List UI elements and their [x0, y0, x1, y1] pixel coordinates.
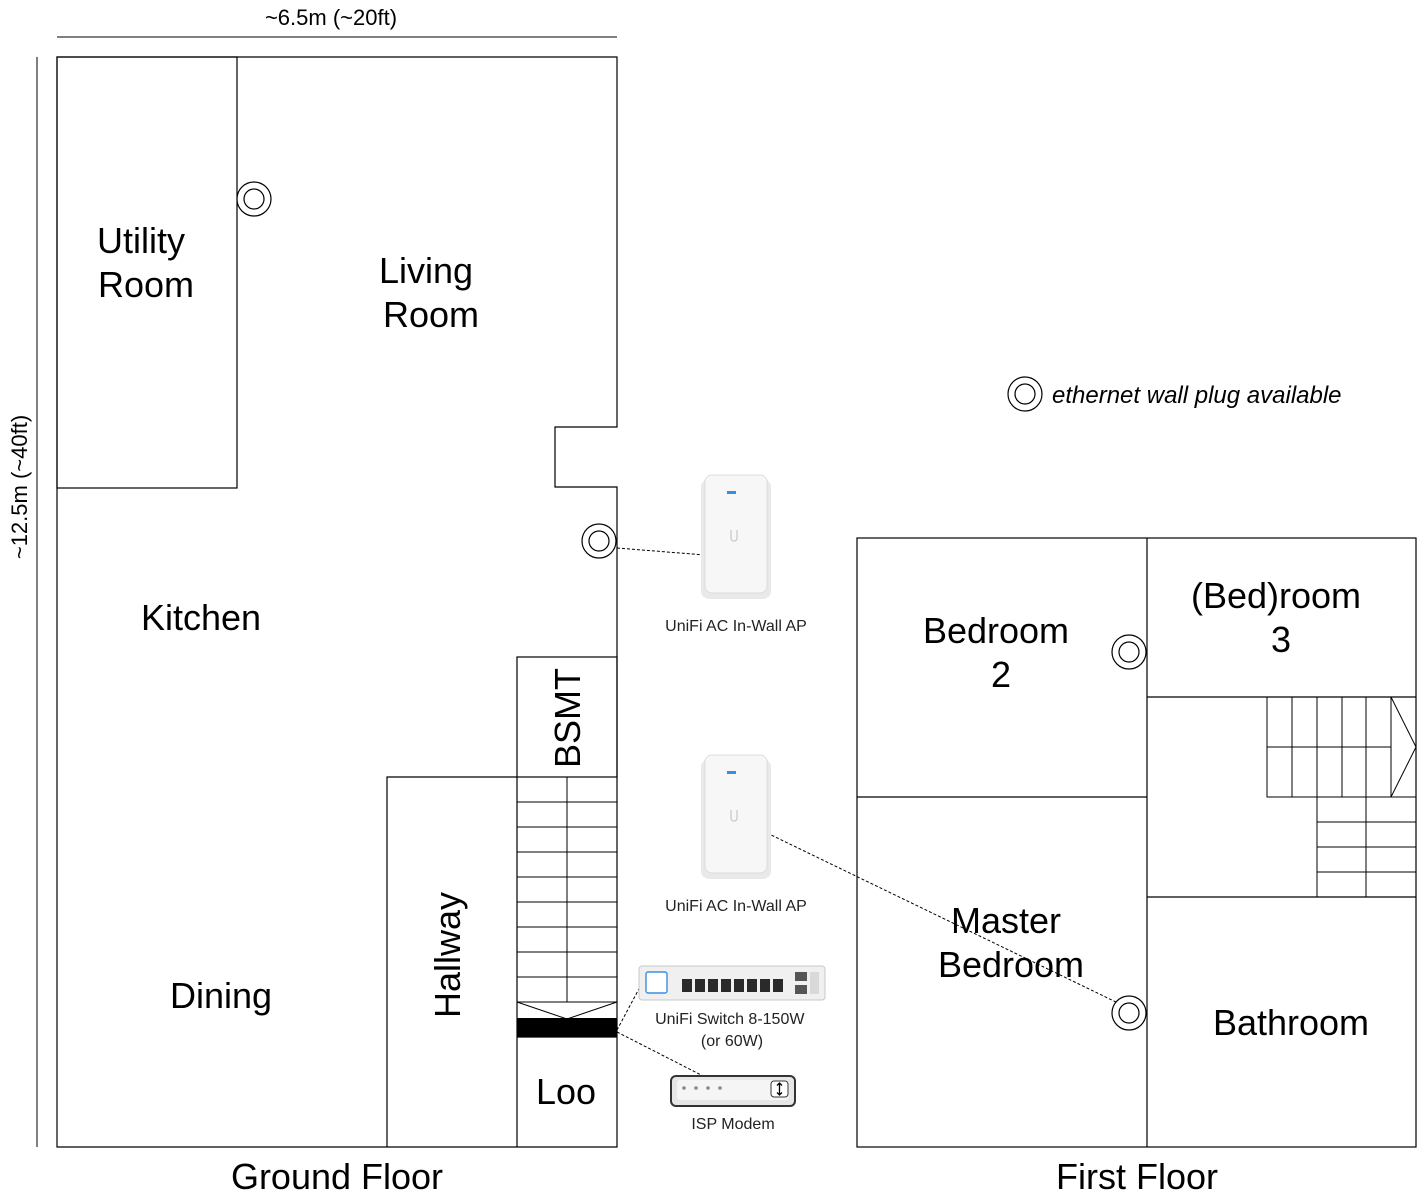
- modem-icon: [670, 1075, 796, 1107]
- ground-stairs-landing: [517, 1018, 617, 1037]
- link-stairs-to-switch: [616, 984, 642, 1031]
- access-point-icon: [701, 474, 771, 599]
- legend-text: ethernet wall plug available: [1052, 382, 1342, 409]
- legend: ethernet wall plug available: [1007, 376, 1342, 412]
- ethernet-plug-icon: [1007, 376, 1043, 412]
- bsmt-label: BSMT: [547, 668, 588, 768]
- height-dimension: ~12.5m (~40ft): [7, 57, 38, 1147]
- kitchen-label: Kitchen: [141, 597, 261, 638]
- dining-label: Dining: [170, 975, 272, 1016]
- width-dimension: ~6.5m (~20ft): [57, 5, 617, 38]
- hallway-label: Hallway: [427, 892, 468, 1018]
- ap-upper-label: UniFi AC In-Wall AP: [665, 618, 807, 635]
- switch-label: UniFi Switch 8-150W (or 60W): [655, 1011, 809, 1050]
- first-floor-label: First Floor: [1056, 1156, 1218, 1197]
- ap-lower-device: UniFi AC In-Wall AP: [665, 754, 807, 915]
- utility-room-label: Utility Room: [97, 220, 195, 305]
- utility-room-wall: [56, 56, 238, 489]
- bedroom2-label: Bedroom 2: [923, 610, 1079, 695]
- height-dimension-label: ~12.5m (~40ft): [7, 415, 32, 559]
- modem-label: ISP Modem: [691, 1116, 774, 1133]
- ap-upper-device: UniFi AC In-Wall AP: [665, 474, 807, 635]
- first-floor-stairs: [1266, 696, 1417, 898]
- bathroom-label: Bathroom: [1213, 1002, 1369, 1043]
- ap-lower-label: UniFi AC In-Wall AP: [665, 898, 807, 915]
- ground-floor-outer-wall: [56, 56, 618, 1148]
- hallway-wall: [386, 776, 518, 1147]
- first-floor-plan: Bedroom 2 (Bed)room 3 Master Bedroom Bat…: [856, 537, 1417, 1197]
- ethernet-plug-icon: [581, 523, 617, 559]
- bedroom3-label: (Bed)room 3: [1191, 575, 1371, 660]
- living-room-label: Living Room: [379, 250, 483, 335]
- ethernet-plug-icon: [1111, 634, 1147, 670]
- master-bedroom-label: Master Bedroom: [938, 900, 1084, 985]
- link-ap-lower-to-master-plug: [766, 832, 1119, 1004]
- modem-device: ISP Modem: [670, 1075, 796, 1133]
- network-switch-icon: [638, 965, 826, 1001]
- ethernet-plug-icon: [1111, 995, 1147, 1031]
- ethernet-plug-icon: [236, 181, 272, 217]
- loo-label: Loo: [536, 1071, 596, 1112]
- switch-device: UniFi Switch 8-150W (or 60W): [638, 965, 826, 1050]
- ground-floor-plan: Utility Room Living Room Kitchen Dining …: [56, 56, 618, 1197]
- ground-stairs: [516, 777, 618, 1037]
- width-dimension-label: ~6.5m (~20ft): [265, 5, 397, 30]
- access-point-icon: [701, 754, 771, 879]
- link-plug-to-ap-upper: [616, 547, 706, 556]
- ground-floor-label: Ground Floor: [231, 1156, 443, 1197]
- network-links: [616, 547, 1119, 1078]
- link-stairs-to-modem: [616, 1031, 706, 1078]
